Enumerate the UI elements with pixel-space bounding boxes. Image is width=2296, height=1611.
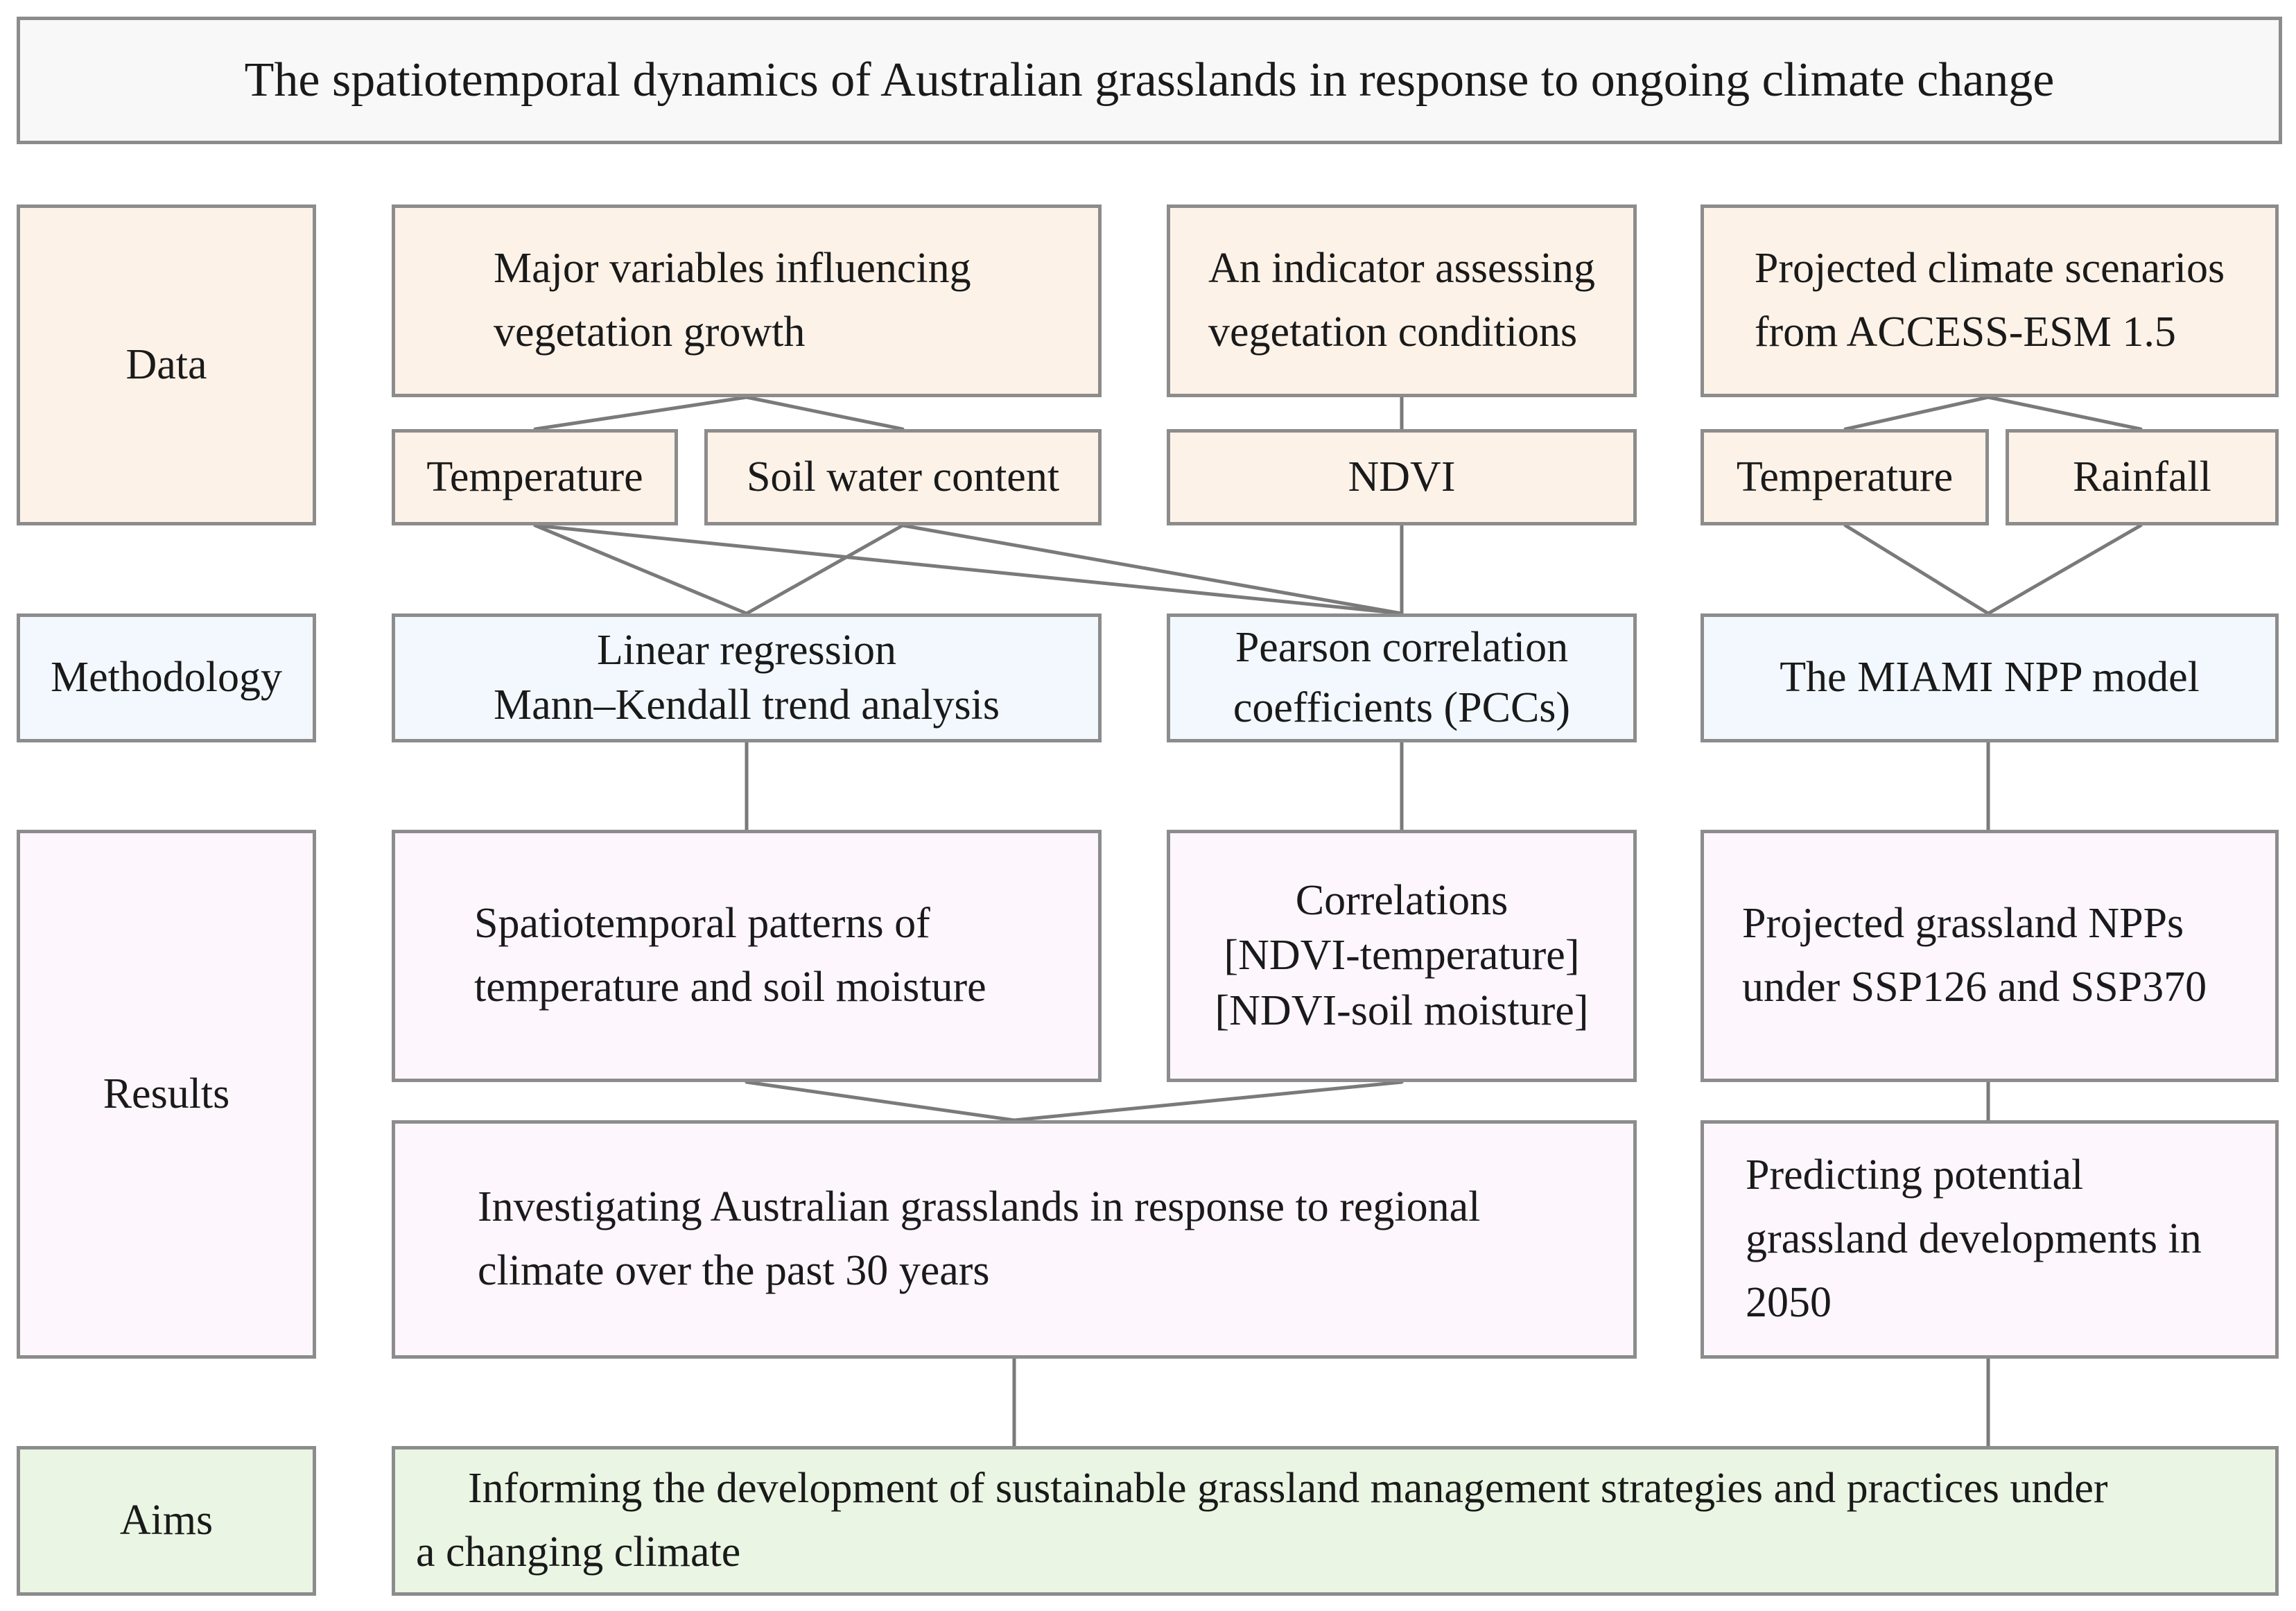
row-label-aims: Aims <box>17 1446 316 1596</box>
row-label-methodology: Methodology <box>17 613 316 742</box>
data-rainfall-text: Rainfall <box>2073 453 2211 500</box>
row-label-data: Data <box>17 204 316 525</box>
method-pearson-text: Pearson correlation coefficients (PCCs) <box>1233 624 1571 731</box>
connector-variables-soil <box>745 395 905 431</box>
aims-informing-text: Informing the development of sustainable… <box>416 1465 2108 1576</box>
data-temperature-text: Temperature <box>426 453 643 500</box>
data-scenarios-box: Projected climate scenarios from ACCESS-… <box>1701 204 2279 397</box>
connector-variables-temperature <box>533 395 749 431</box>
result-correlations-text: Correlations [NDVI-temperature] [NDVI-so… <box>1215 876 1589 1034</box>
result-patterns-box: Spatiotemporal patterns of temperature a… <box>392 830 1102 1082</box>
connector-patterns-investigating <box>745 1080 1016 1122</box>
connector-soil-pearson <box>901 523 1404 616</box>
result-predicting-box: Predicting potential grassland developme… <box>1701 1120 2279 1359</box>
connector-temperature-regression <box>533 523 749 616</box>
result-predicting-text: Predicting potential grassland developme… <box>1746 1151 2202 1326</box>
data-scenarios-text: Projected climate scenarios from ACCESS-… <box>1754 245 2225 356</box>
method-miami-text: The MIAMI NPP model <box>1780 654 2200 702</box>
result-npp-box: Projected grassland NPPs under SSP126 an… <box>1701 830 2279 1082</box>
data-variables-text: Major variables influencing vegetation g… <box>494 245 971 356</box>
data-temperature-proj-box: Temperature <box>1701 429 1989 525</box>
row-label-results: Results <box>17 830 316 1359</box>
diagram-title-box: The spatiotemporal dynamics of Australia… <box>17 17 2282 144</box>
method-pearson-box: Pearson correlation coefficients (PCCs) <box>1167 613 1637 742</box>
data-ndvi-box: NDVI <box>1167 429 1637 525</box>
connector-scenarios-temperature <box>1843 395 1990 431</box>
connector-temperature-miami <box>1843 523 1990 616</box>
connector-correlations-investigating <box>1012 1080 1404 1122</box>
data-indicator-text: An indicator assessing vegetation condit… <box>1208 245 1595 356</box>
data-temperature-box: Temperature <box>392 429 678 525</box>
data-indicator-box: An indicator assessing vegetation condit… <box>1167 204 1637 397</box>
data-ndvi-text: NDVI <box>1348 453 1456 500</box>
row-label-results-text: Results <box>103 1070 230 1117</box>
connector-temperature-pearson <box>533 523 1404 616</box>
data-variables-box: Major variables influencing vegetation g… <box>392 204 1102 397</box>
result-correlations-box: Correlations [NDVI-temperature] [NDVI-so… <box>1167 830 1637 1082</box>
connector-rainfall-miami <box>1986 523 2143 616</box>
method-regression-box: Linear regression Mann–Kendall trend ana… <box>392 613 1102 742</box>
result-patterns-text: Spatiotemporal patterns of temperature a… <box>474 900 986 1011</box>
aims-informing-box: Informing the development of sustainable… <box>392 1446 2279 1596</box>
connector-scenarios-rainfall <box>1986 395 2143 431</box>
method-regression-text: Linear regression Mann–Kendall trend ana… <box>493 626 1000 729</box>
result-investigating-box: Investigating Australian grasslands in r… <box>392 1120 1637 1359</box>
result-investigating-text: Investigating Australian grasslands in r… <box>478 1183 1481 1294</box>
data-rainfall-box: Rainfall <box>2006 429 2279 525</box>
data-soil-water-box: Soil water content <box>704 429 1102 525</box>
diagram-title: The spatiotemporal dynamics of Australia… <box>244 53 2055 107</box>
data-temperature-proj-text: Temperature <box>1736 453 1954 500</box>
connector-soil-regression <box>745 523 905 616</box>
method-miami-box: The MIAMI NPP model <box>1701 613 2279 742</box>
row-label-methodology-text: Methodology <box>50 654 283 702</box>
row-label-data-text: Data <box>125 340 207 388</box>
row-label-aims-text: Aims <box>119 1497 214 1544</box>
result-npp-text: Projected grassland NPPs under SSP126 an… <box>1742 900 2207 1011</box>
data-soil-water-text: Soil water content <box>746 453 1060 500</box>
